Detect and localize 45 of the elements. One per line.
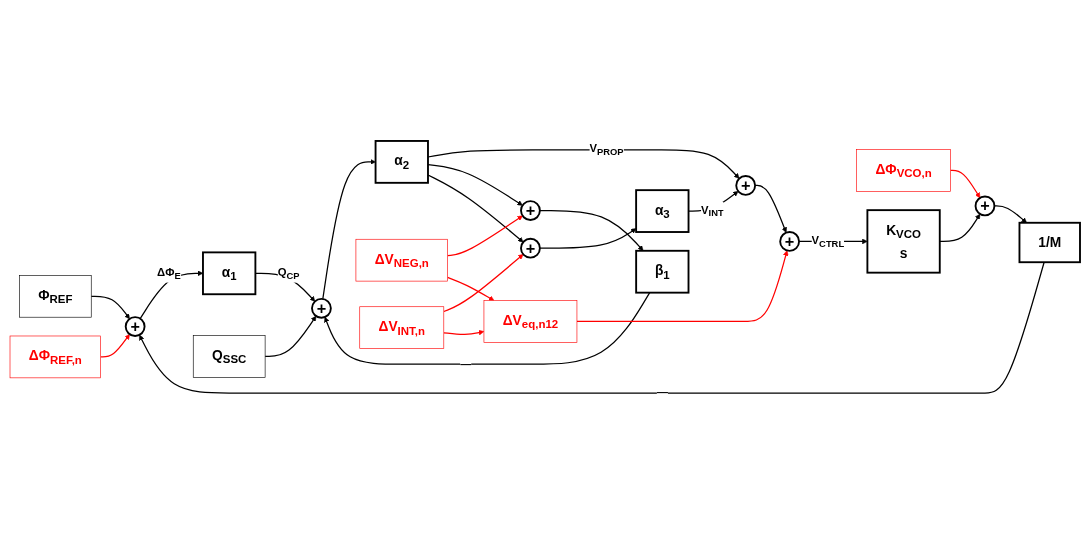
node-circle: + (974, 195, 996, 217)
arrow (539, 228, 637, 249)
arrow (447, 276, 495, 301)
arrow (443, 254, 524, 313)
edge-label: V$_{CTRL}$ (811, 233, 845, 249)
node-circle: + (735, 175, 757, 196)
arrow (324, 292, 651, 365)
node-box: ΔV$_{NEG,n}$ (355, 238, 448, 282)
arrow (427, 164, 523, 206)
arrow (100, 334, 130, 358)
node-circle: + (779, 231, 800, 252)
node-box: α$_{2}$ (374, 140, 429, 184)
arrow (139, 261, 1045, 394)
node-box: α$_{3}$ (635, 189, 690, 233)
arrow (264, 315, 317, 358)
arrow (427, 174, 524, 243)
node-box: 1/M (1018, 221, 1081, 264)
arrow (443, 329, 485, 336)
arrow (427, 149, 740, 179)
arrow (949, 169, 981, 199)
arrow (447, 215, 523, 257)
node-circle: + (520, 237, 541, 259)
edge-label: V$_{INT}$ (701, 203, 724, 219)
node-circle: + (311, 297, 332, 319)
arrow (539, 209, 644, 252)
edge-label: — (656, 386, 668, 399)
edge-label: V$_{PROP}$ (589, 142, 624, 158)
node-box: Q$_{SSC}$ (192, 335, 266, 378)
node-box: ΔV$_{INT,n}$ (359, 306, 445, 349)
node-circle: + (520, 200, 541, 221)
node-box: ΔΦ$_{REF,n}$ (9, 335, 101, 379)
node-box: K$_{VCO}$ s (866, 209, 941, 274)
edge-label: Q$_{CP}$ (277, 265, 300, 281)
node-box: ΔV$_{eq,n12}$ (483, 300, 578, 343)
node-box: β$_{1}$ (635, 249, 690, 294)
node-box: α$_{1}$ (202, 251, 257, 296)
node-box: Φ$_{REF}$ (19, 275, 92, 318)
arrow (322, 159, 376, 300)
arrow (90, 295, 130, 320)
edge-label: ΔΦ$_{E}$ (157, 265, 181, 281)
edge-label: — (460, 357, 472, 371)
arrow (939, 213, 981, 243)
node-box: ΔΦ$_{VCO,n}$ (856, 149, 951, 192)
arrow (576, 250, 789, 323)
node-circle: + (124, 316, 146, 337)
